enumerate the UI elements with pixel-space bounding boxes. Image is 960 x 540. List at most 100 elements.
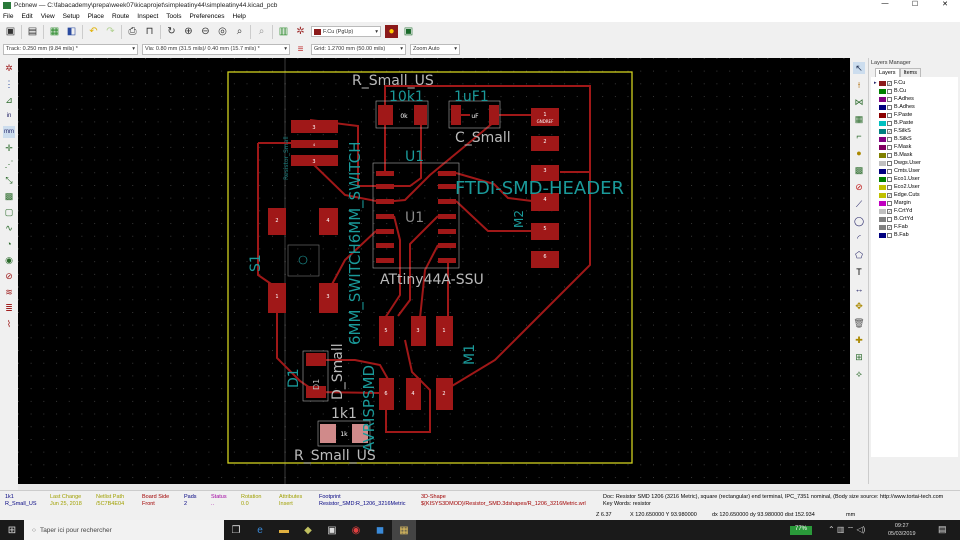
- layer-row-b-crtyd[interactable]: B.CrtYd: [871, 215, 958, 223]
- menu-route[interactable]: Route: [111, 12, 130, 20]
- terminal-icon[interactable]: ▣: [327, 524, 337, 536]
- keepout-icon[interactable]: ⊘: [855, 181, 863, 192]
- close-button[interactable]: ✕: [942, 1, 948, 8]
- set-origin-icon[interactable]: ✚: [855, 334, 863, 345]
- add-circle-icon[interactable]: ◯: [853, 215, 865, 226]
- pcbnew-task-icon[interactable]: ▦: [392, 520, 416, 540]
- layer-visibility-checkbox[interactable]: [887, 200, 892, 206]
- kicad-icon[interactable]: ◆: [304, 524, 312, 536]
- add-text-icon[interactable]: T: [856, 267, 862, 277]
- layers-manager-icon[interactable]: ≣: [5, 302, 13, 313]
- units-inch-icon[interactable]: in: [6, 113, 12, 119]
- layer-row-b-silks[interactable]: B.SilkS: [871, 135, 958, 143]
- cursor-shape-icon[interactable]: ✛: [5, 142, 13, 153]
- menu-tools[interactable]: Tools: [166, 12, 182, 20]
- layer-pair-icon[interactable]: ●: [385, 25, 398, 38]
- layer-color-swatch[interactable]: [879, 80, 886, 86]
- layer-row-b-cu[interactable]: B.Cu: [871, 87, 958, 95]
- layer-color-swatch[interactable]: [879, 224, 886, 230]
- polar-coords-icon[interactable]: ⊿: [5, 94, 13, 105]
- redraw-icon[interactable]: ↻: [167, 26, 176, 37]
- layer-row-eco1-user[interactable]: Eco1.User: [871, 175, 958, 183]
- edge-icon[interactable]: e: [257, 524, 263, 536]
- scripting-console-icon[interactable]: ▣: [403, 26, 414, 37]
- layer-row-f-paste[interactable]: F.Paste: [871, 111, 958, 119]
- layer-color-swatch[interactable]: [879, 160, 886, 166]
- layer-row-b-mask[interactable]: B.Mask: [871, 151, 958, 159]
- layer-row-eco2-user[interactable]: Eco2.User: [871, 183, 958, 191]
- track-width-select[interactable]: Track: 0.250 mm (9.84 mils) *▾: [3, 43, 138, 55]
- net-highlight-icon[interactable]: ≋: [5, 286, 13, 297]
- notifications-icon[interactable]: ▤: [938, 524, 947, 534]
- redo-icon[interactable]: ↷: [106, 26, 115, 37]
- drc-marker-icon[interactable]: ✲: [5, 62, 13, 73]
- zoom-in-icon[interactable]: ⊕: [184, 26, 193, 37]
- layer-row-f-crtyd[interactable]: ✓F.CrtYd: [871, 207, 958, 215]
- layer-color-swatch[interactable]: [879, 96, 886, 102]
- layer-visibility-checkbox[interactable]: ✓: [887, 128, 892, 134]
- add-line-icon[interactable]: ⟋: [855, 198, 863, 209]
- layer-row-f-cu[interactable]: ▸✓F.Cu: [871, 79, 958, 87]
- layer-color-swatch[interactable]: [879, 152, 886, 158]
- layer-color-swatch[interactable]: [879, 112, 886, 118]
- layer-visibility-checkbox[interactable]: ✓: [887, 80, 892, 86]
- layer-color-swatch[interactable]: [879, 136, 886, 142]
- menu-inspect[interactable]: Inspect: [137, 12, 159, 20]
- zoom-out-icon[interactable]: ⊖: [201, 26, 210, 37]
- layer-color-swatch[interactable]: [879, 192, 886, 198]
- layer-visibility-checkbox[interactable]: [887, 136, 892, 142]
- menu-preferences[interactable]: Preferences: [189, 12, 225, 20]
- pad-sketch-icon[interactable]: ◔: [6, 239, 12, 249]
- layer-visibility-checkbox[interactable]: [887, 120, 892, 126]
- grid-select[interactable]: Grid: 1.2700 mm (50.00 mils)▾: [311, 43, 406, 55]
- tab-items[interactable]: Items: [899, 68, 921, 77]
- windows-start-icon[interactable]: ⊞: [7, 524, 17, 536]
- layer-row-b-fab[interactable]: B.Fab: [871, 231, 958, 239]
- high-contrast-icon[interactable]: ⊘: [5, 270, 13, 281]
- layer-row-f-fab[interactable]: ✓F.Fab: [871, 223, 958, 231]
- route-track-icon[interactable]: ⌐: [856, 131, 862, 141]
- measure-icon[interactable]: ⟡: [856, 368, 862, 379]
- add-zone-icon[interactable]: ▩: [854, 164, 864, 175]
- layer-color-swatch[interactable]: [879, 88, 886, 94]
- layer-row-b-paste[interactable]: B.Paste: [871, 119, 958, 127]
- menu-view[interactable]: View: [40, 12, 55, 20]
- chrome-icon[interactable]: ◉: [351, 524, 361, 536]
- undo-icon[interactable]: ↶: [89, 26, 98, 37]
- grid-toggle-icon[interactable]: ⋮: [4, 78, 14, 89]
- netlist-icon[interactable]: ▥: [278, 26, 289, 37]
- layer-row-b-adhes[interactable]: B.Adhes: [871, 103, 958, 111]
- tray-icons[interactable]: ⌃ ▥ ⌔ ◁): [828, 525, 866, 534]
- microwave-icon[interactable]: ⌇: [6, 318, 12, 329]
- add-footprint-icon[interactable]: ▦: [854, 113, 864, 124]
- explorer-icon[interactable]: ▬: [279, 524, 289, 536]
- add-dimension-icon[interactable]: ↔: [854, 284, 864, 294]
- layer-row-f-adhes[interactable]: F.Adhes: [871, 95, 958, 103]
- ratsnest-icon[interactable]: ⋰: [4, 158, 14, 169]
- layer-visibility-checkbox[interactable]: [887, 160, 892, 166]
- taskbar-search[interactable]: ○Taper ici pour rechercher: [24, 520, 224, 540]
- layer-color-swatch[interactable]: [879, 232, 886, 238]
- layer-color-swatch[interactable]: [879, 216, 886, 222]
- layer-visibility-checkbox[interactable]: [887, 96, 892, 102]
- layer-visibility-checkbox[interactable]: [887, 184, 892, 190]
- via-sketch-icon[interactable]: ◉: [5, 254, 13, 265]
- layer-visibility-checkbox[interactable]: [887, 168, 892, 174]
- layer-color-swatch[interactable]: [879, 128, 886, 134]
- layer-row-f-mask[interactable]: F.Mask: [871, 143, 958, 151]
- battery-indicator[interactable]: 77%: [790, 526, 812, 535]
- layer-visibility-checkbox[interactable]: [887, 232, 892, 238]
- zoom-select[interactable]: Zoom Auto▾: [410, 43, 460, 55]
- layer-color-swatch[interactable]: [879, 120, 886, 126]
- layer-visibility-checkbox[interactable]: [887, 152, 892, 158]
- tab-layers[interactable]: Layers: [875, 68, 900, 77]
- auto-track-width-icon[interactable]: ≡: [297, 43, 304, 55]
- layer-color-swatch[interactable]: [879, 208, 886, 214]
- plot-icon[interactable]: ⊓: [145, 26, 154, 37]
- task-view-icon[interactable]: ❐: [231, 524, 241, 536]
- layer-color-swatch[interactable]: [879, 144, 886, 150]
- layer-row-edge-cuts[interactable]: ✓Edge.Cuts: [871, 191, 958, 199]
- layer-visibility-checkbox[interactable]: [887, 216, 892, 222]
- layer-row-cmts-user[interactable]: Cmts.User: [871, 167, 958, 175]
